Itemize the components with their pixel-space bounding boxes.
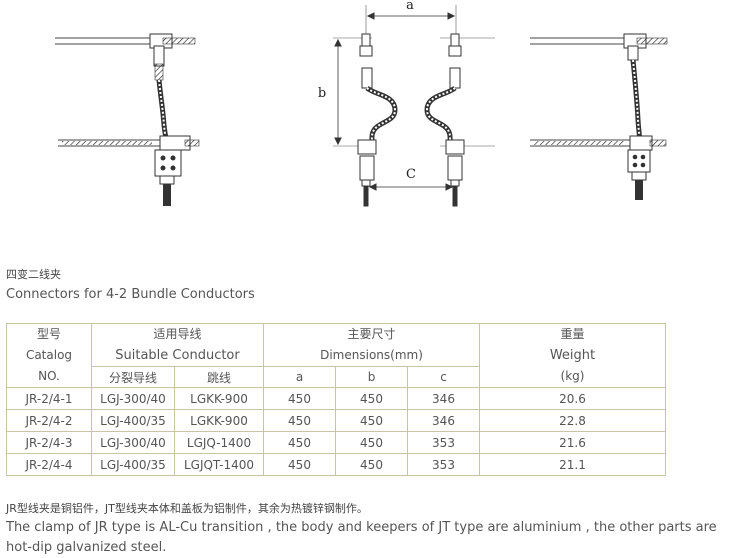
sub-header-bundle: 分裂导线 xyxy=(91,366,175,388)
middle-view xyxy=(333,5,495,207)
conductor-header: 适用导线 Suitable Conductor xyxy=(91,323,264,367)
right-view xyxy=(530,33,668,200)
header-row-3: 分裂导线 跳线 a b c xyxy=(7,366,666,388)
dimensions-header: 主要尺寸 Dimensions(mm) xyxy=(263,323,480,367)
note-en: The clamp of JR type is AL-Cu transition… xyxy=(6,520,717,555)
left-view xyxy=(55,33,200,206)
dimension-b-label: b xyxy=(318,86,326,101)
sub-header-jumper: 跳线 xyxy=(174,366,264,388)
heading-cn: 四变二线夹 xyxy=(6,268,61,281)
note-cn: JR型线夹是铜铝件，JT型线夹本体和盖板为铝制件，其余为热镀锌钢制作。 xyxy=(6,502,368,515)
sub-header-c: c xyxy=(407,366,480,388)
sub-header-b: b xyxy=(335,366,408,388)
weight-header: 重量 Weight (kg) xyxy=(479,323,666,388)
sub-header-a: a xyxy=(263,366,336,388)
catalog-header: 型号 Catalog NO. xyxy=(6,323,92,388)
dimension-c-label: C xyxy=(406,167,416,182)
connector-drawing: a b C xyxy=(55,0,668,207)
spec-table: 型号 Catalog NO. 适用导线 Suitable Conductor 主… xyxy=(6,323,666,476)
heading-en: Connectors for 4-2 Bundle Conductors xyxy=(6,287,255,302)
dimension-a-label: a xyxy=(406,0,414,13)
